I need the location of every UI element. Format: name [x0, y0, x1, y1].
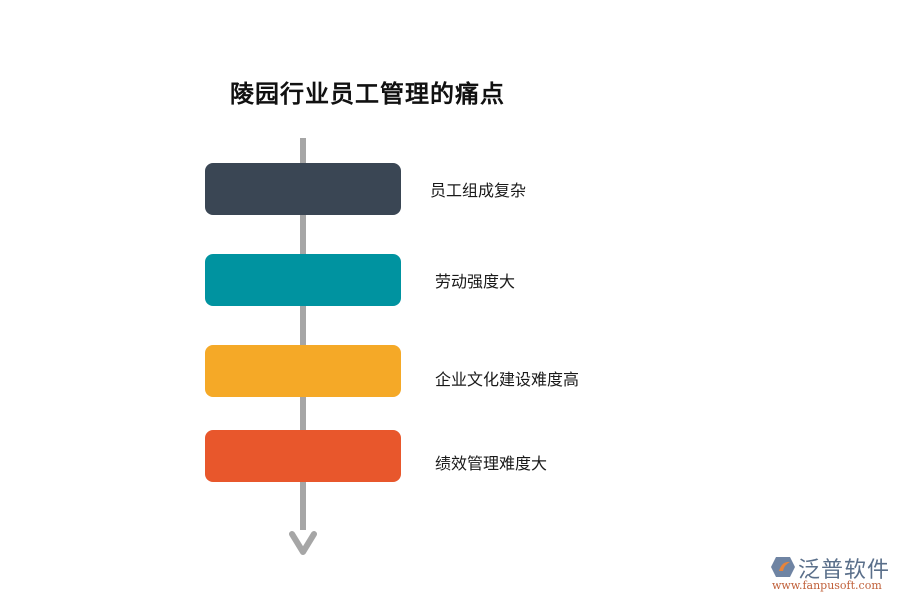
arrow-down-icon: [289, 531, 317, 555]
watermark-url: www.fanpusoft.com: [772, 579, 882, 592]
timeline-axis-line: [300, 138, 306, 530]
pain-point-label-2: 劳动强度大: [435, 272, 516, 291]
pain-point-bar-2: [205, 254, 401, 306]
pain-point-bar-4: [205, 430, 401, 482]
pain-point-bar-3: [205, 345, 401, 397]
diagram-title: 陵园行业员工管理的痛点: [230, 80, 505, 108]
pain-point-label-1: 员工组成复杂: [430, 181, 527, 200]
pain-point-bar-1: [205, 163, 401, 215]
brand-logo-icon: [771, 557, 795, 577]
watermark-logo: 泛普软件 www.fanpusoft.com: [768, 552, 898, 596]
pain-point-label-4: 绩效管理难度大: [435, 454, 548, 473]
watermark-brand: 泛普软件: [798, 558, 891, 583]
pain-point-label-3: 企业文化建设难度高: [435, 370, 580, 389]
